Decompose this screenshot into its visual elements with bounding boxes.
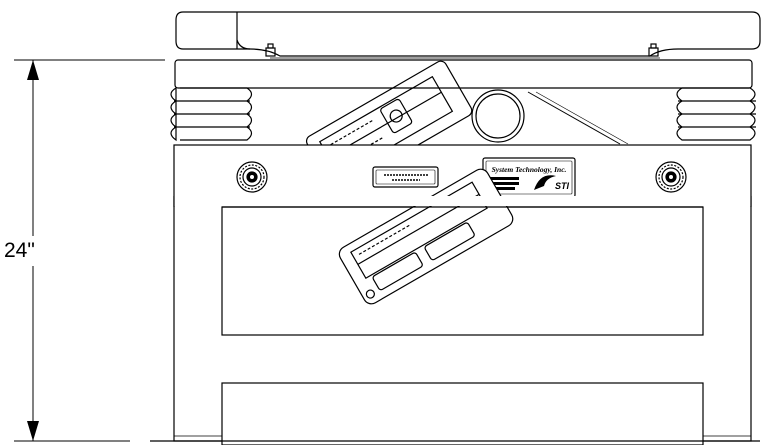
dimension-label: 24" [4, 236, 56, 266]
circular-port [471, 89, 525, 143]
logo-company-script: System Technology, Inc. [492, 165, 567, 174]
mounting-knob-left [236, 161, 268, 193]
serial-plate [372, 166, 439, 188]
air-spring-right [676, 87, 756, 141]
top-plate [174, 59, 753, 89]
logo-text: STI [555, 181, 570, 191]
top-lid [175, 11, 761, 59]
lid-bolt-left [265, 43, 276, 57]
base-opening [221, 382, 704, 445]
air-spring-left [170, 86, 253, 142]
mounting-knob-right [655, 161, 687, 193]
feet [150, 435, 760, 442]
lid-bolt-right [648, 43, 659, 57]
